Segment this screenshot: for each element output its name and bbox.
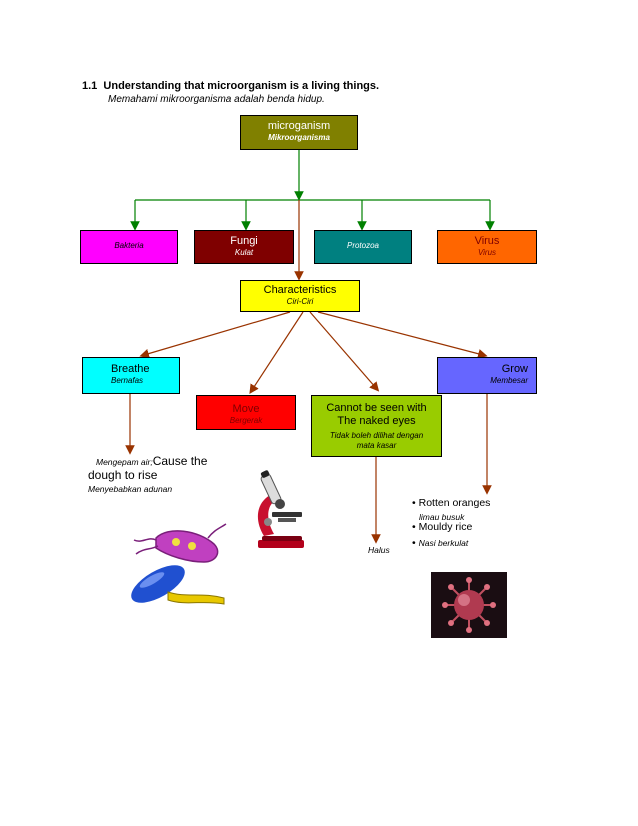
halus-label: Halus xyxy=(368,545,390,555)
breathe-note-line2: dough to rise xyxy=(88,468,158,482)
arrow-to-grow xyxy=(317,311,488,359)
grow-title: Grow xyxy=(501,363,528,375)
grow-example-1-text: Rotten oranges xyxy=(418,497,491,509)
characteristics-title: Characteristics xyxy=(263,284,337,296)
bakteria-label: Bakteria xyxy=(114,241,144,250)
move-title: Move xyxy=(232,403,260,415)
breathe-note-english-1: Cause the xyxy=(152,454,208,468)
naked-eye-title-2: The naked eyes xyxy=(337,415,416,427)
virus-image xyxy=(431,572,507,638)
protozoa-box: Protozoa xyxy=(314,230,412,264)
bullet-icon: • xyxy=(412,497,416,509)
naked-eye-box: Cannot be seen with The naked eyes Tidak… xyxy=(311,395,442,457)
grow-example-1-translation: limau busuk xyxy=(419,512,465,522)
bakteria-box: Bakteria xyxy=(80,230,178,264)
breathe-note-malay-2: Menyebabkan adunan xyxy=(88,484,173,494)
section-title: Understanding that microorganism is a li… xyxy=(103,80,380,92)
section-heading: 1.1 Understanding that microorganism is … xyxy=(82,80,379,92)
virus-box: Virus Virus xyxy=(437,230,537,264)
naked-eye-title-1: Cannot be seen with xyxy=(326,402,427,414)
fungi-title: Fungi xyxy=(230,235,258,247)
breathe-box: Breathe Bernafas xyxy=(82,357,180,394)
naked-eye-subtitle-2: mata kasar xyxy=(356,441,397,450)
protozoa-label: Protozoa xyxy=(346,241,380,250)
fungi-subtitle: Kulat xyxy=(234,248,254,257)
characteristics-box: Characteristics Ciri-Ciri xyxy=(240,280,360,312)
virus-icon xyxy=(442,577,496,633)
microorganism-title: microganism xyxy=(267,120,331,132)
grow-box: Grow Membesar xyxy=(437,357,537,394)
grow-example-1: • Rotten oranges xyxy=(412,497,490,509)
breathe-note-malay: Mengepam air; xyxy=(96,457,153,467)
section-number: 1.1 xyxy=(82,80,98,92)
microscope-icon xyxy=(257,470,304,548)
arrow-to-move xyxy=(249,311,304,395)
move-box: Move Bergerak xyxy=(196,395,296,430)
arrow-to-breathe xyxy=(139,311,291,359)
arrow-to-naked-eye xyxy=(309,311,380,392)
microorganism-subtitle: Mikroorganisma xyxy=(268,133,330,142)
virus-title: Virus xyxy=(474,235,500,247)
move-subtitle: Bergerak xyxy=(229,416,263,425)
fungi-box: Fungi Kulat xyxy=(194,230,294,264)
grow-example-3-text: Nasi berkulat xyxy=(418,538,469,548)
characteristics-subtitle: Ciri-Ciri xyxy=(286,297,314,306)
section-subtitle: Memahami mikroorganisma adalah benda hid… xyxy=(108,94,325,105)
breathe-note: Mengepam air;Cause the xyxy=(96,454,207,468)
breathe-subtitle: Bernafas xyxy=(111,376,144,385)
bullet-icon: • xyxy=(412,521,416,533)
virus-subtitle: Virus xyxy=(477,248,497,257)
microorganism-box: microganism Mikroorganisma xyxy=(240,115,358,150)
protozoa-icon xyxy=(131,523,227,605)
naked-eye-subtitle-1: Tidak boleh dilihat dengan xyxy=(329,431,424,440)
grow-example-2-text: Mouldy rice xyxy=(418,521,473,533)
bullet-icon: • xyxy=(412,537,416,549)
breathe-title: Breathe xyxy=(111,363,150,375)
grow-example-2: • Mouldy rice xyxy=(412,521,472,533)
grow-example-3: • Nasi berkulat xyxy=(412,537,468,549)
grow-subtitle: Membesar xyxy=(490,376,528,385)
